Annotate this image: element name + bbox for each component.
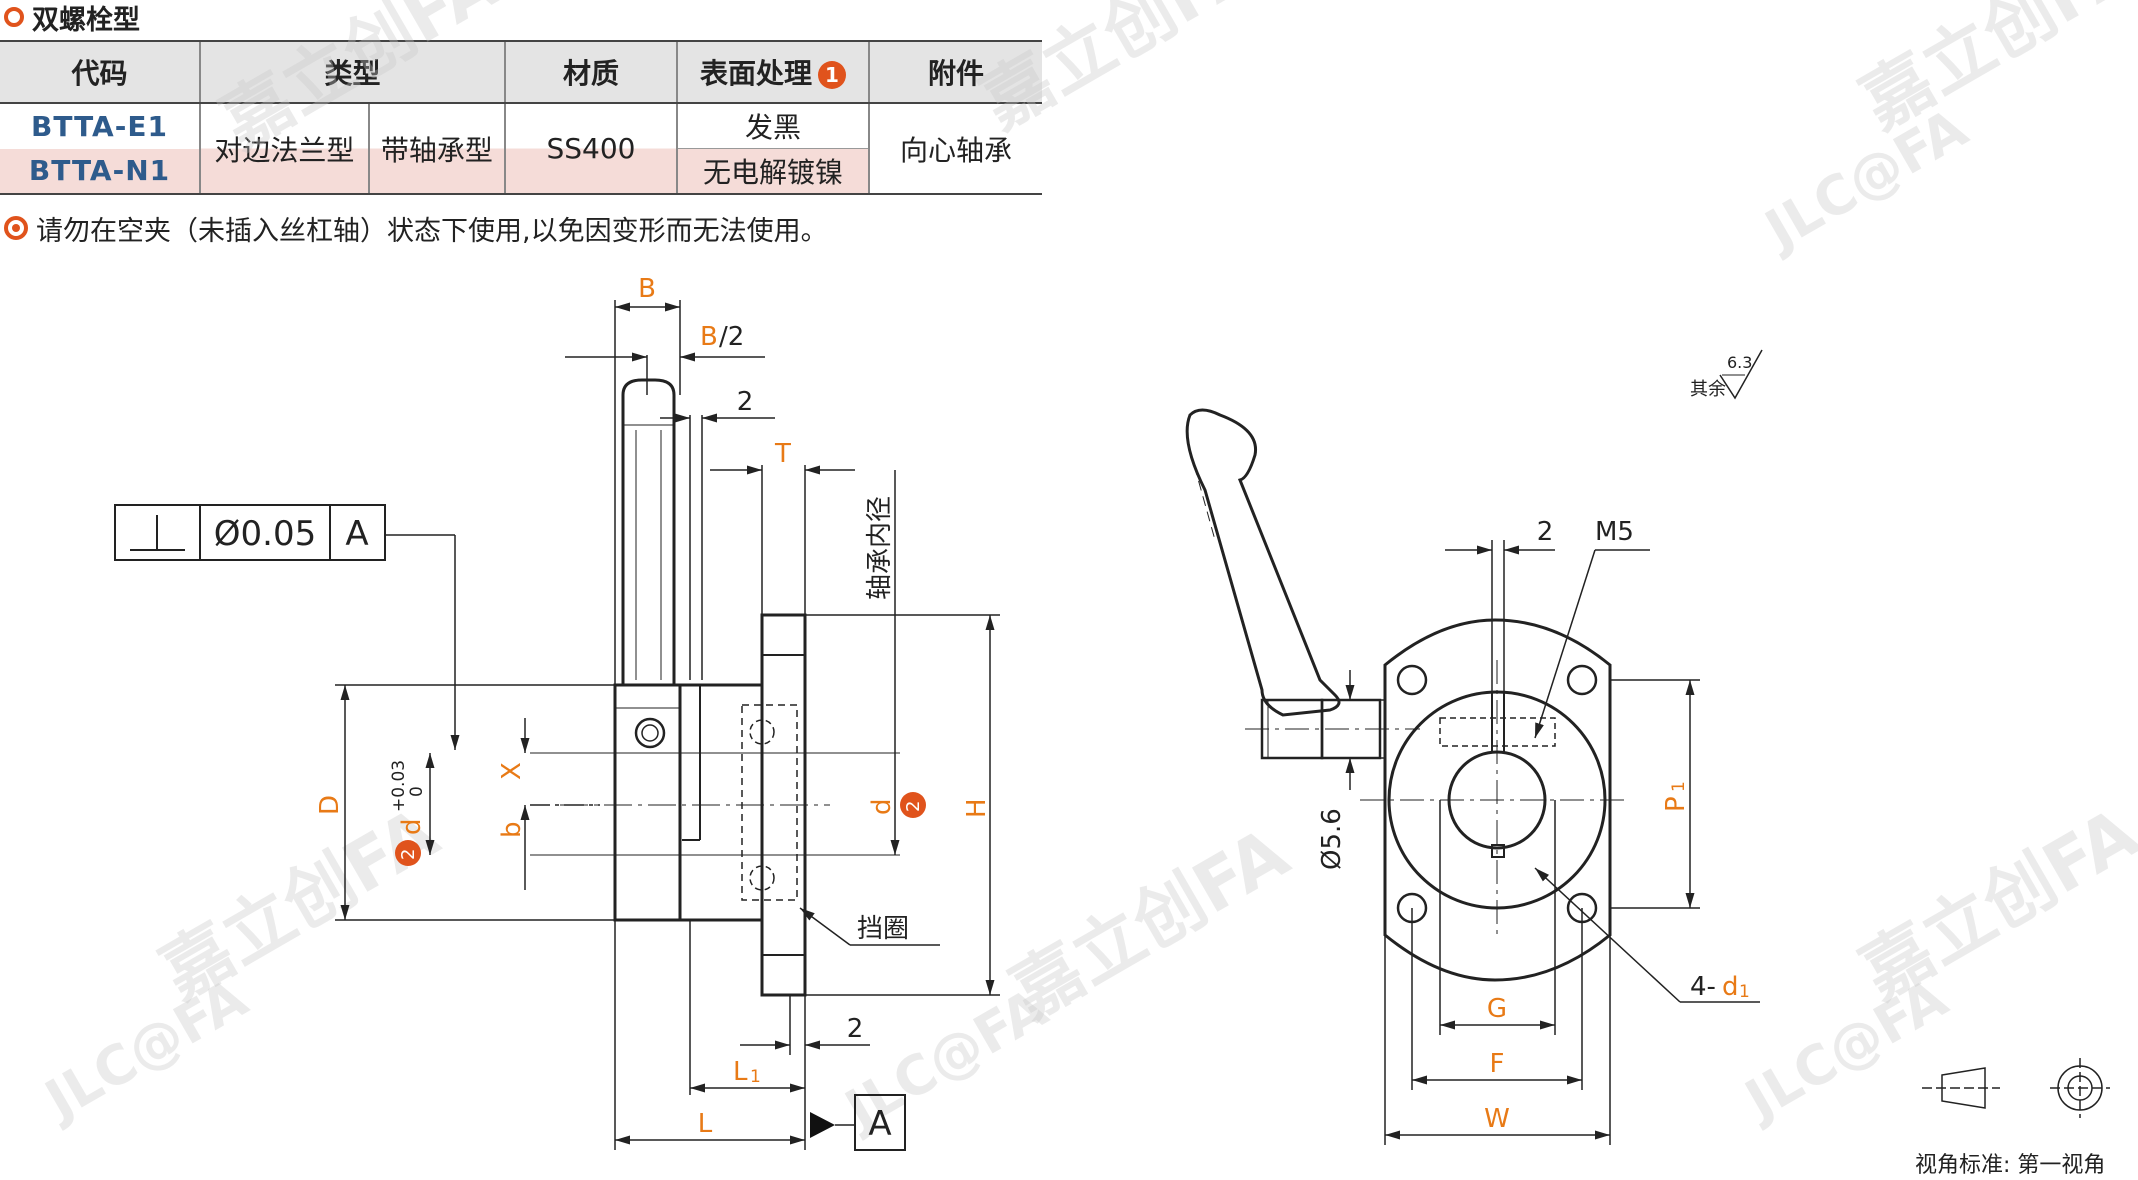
roughness-label: 其余 xyxy=(1690,379,1726,400)
dim-B2-suffix: /2 xyxy=(719,322,744,352)
type-cell: 带轴承型 xyxy=(367,103,505,195)
note-2-badge xyxy=(395,840,421,866)
dim-T: T xyxy=(774,439,791,469)
dim-G: G xyxy=(1487,994,1507,1024)
dim-holes-prefix: 4- xyxy=(1690,972,1716,1002)
usage-note: 请勿在空夹（未插入丝杠轴）状态下使用,以免因变形而无法使用。 xyxy=(0,210,828,247)
section-title: 双螺栓型 xyxy=(32,4,140,36)
watermark-brand: 嘉立创FA xyxy=(208,0,512,165)
dim-P1-sub: 1 xyxy=(1669,781,1689,792)
code-cell: BTTA-E1 xyxy=(31,109,168,143)
dim-phi56: Ø5.6 xyxy=(1317,808,1347,870)
projection-label: 视角标准: 第一视角 xyxy=(1915,1153,2105,1178)
roughness-value: 6.3 xyxy=(1727,353,1752,372)
section-header: 双螺栓型 xyxy=(0,0,140,36)
tolerance-value: Ø0.05 xyxy=(214,514,316,554)
dim-2: 2 xyxy=(1537,517,1554,547)
watermark-brand: 嘉立创FA xyxy=(1848,0,2138,145)
dim-B: B xyxy=(638,274,656,304)
dim-M5: M5 xyxy=(1595,517,1634,547)
dim-2-bottom: 2 xyxy=(847,1014,864,1044)
dim-d-upper-tol: +0.03 xyxy=(389,760,409,812)
watermark-logo: JLC@FA xyxy=(1752,96,1978,263)
note-2-number: 2 xyxy=(398,849,419,860)
watermark-logo: JLC@FA xyxy=(832,976,1058,1143)
watermark-logo: JLC@FA xyxy=(32,966,258,1133)
type-cell: 对边法兰型 xyxy=(199,103,369,195)
dim-P1: P xyxy=(1661,796,1691,812)
dim-B2: B xyxy=(700,322,718,352)
table-row: BTTA-N1 无电解镀镍 xyxy=(0,148,1042,195)
dim-X: X xyxy=(497,762,527,780)
dim-F: F xyxy=(1490,1049,1505,1079)
watermark-logo: JLC@FA xyxy=(1732,966,1958,1133)
watermark-brand: 嘉立创FA xyxy=(998,812,1302,1035)
retaining-ring-label: 挡圈 xyxy=(857,914,909,944)
circle-bullet-icon xyxy=(4,7,24,27)
dim-L1-sub: 1 xyxy=(750,1067,761,1087)
projection-symbol-icon xyxy=(1922,1058,2110,1118)
watermark-brand: 嘉立创FA xyxy=(968,0,1272,145)
dim-b: b xyxy=(497,821,527,838)
dim-L: L xyxy=(698,1109,713,1139)
dim-H: H xyxy=(962,798,992,818)
note-2-number: 2 xyxy=(903,801,924,812)
note-2-badge xyxy=(900,792,926,818)
dim-2-top: 2 xyxy=(737,387,754,417)
surface-cell: 无电解镀镍 xyxy=(676,148,869,195)
dim-bearing-id: 轴承内径 xyxy=(865,496,895,600)
dim-W: W xyxy=(1484,1104,1510,1134)
dim-D: D xyxy=(315,795,345,815)
usage-note-text: 请勿在空夹（未插入丝杠轴）状态下使用,以免因变形而无法使用。 xyxy=(36,215,828,247)
datum-a: A xyxy=(810,1094,906,1151)
table-row: BTTA-E1 对边法兰型 带轴承型 SS400 发黑 向心轴承 xyxy=(0,103,1042,195)
right-dimension-labels: 其余 6.3 2 M5 Ø5.6 P 1 G F W 4- d 1 xyxy=(1317,353,1752,1134)
watermark: 嘉立创FA 嘉立创FA 嘉立创FA 嘉立创FA 嘉立创FA 嘉立创FA JLC@… xyxy=(32,0,2138,1143)
material-cell: SS400 xyxy=(504,103,677,195)
left-dimension-labels: B B /2 2 T 轴承内径 D 2 d +0.03 0 X b d 2 H … xyxy=(315,274,992,1139)
watermark-brand: 嘉立创FA xyxy=(1848,792,2138,1015)
note-bullet-icon xyxy=(4,216,28,240)
dim-d-lower-tol: 0 xyxy=(407,786,427,797)
tolerance-frame: Ø0.05 A xyxy=(114,504,386,561)
right-dimensions xyxy=(1340,349,1763,1145)
col-type: 类型 xyxy=(199,40,505,104)
col-code: 代码 xyxy=(0,40,200,104)
dim-holes-sub: 1 xyxy=(1739,982,1750,1002)
tolerance-datum: A xyxy=(345,514,368,554)
dim-L1: L xyxy=(733,1057,748,1087)
right-view xyxy=(1185,408,1630,982)
col-accessory: 附件 xyxy=(868,40,1042,104)
surface-cell: 发黑 xyxy=(676,103,869,149)
dim-d: d xyxy=(397,818,427,835)
datum-a-label: A xyxy=(868,1104,891,1144)
note-number-badge: 1 xyxy=(818,61,846,89)
col-material: 材质 xyxy=(504,40,677,104)
dim-d-right: d xyxy=(867,798,897,815)
left-dimensions xyxy=(335,300,1000,1150)
left-view xyxy=(530,378,900,997)
code-cell: BTTA-N1 xyxy=(0,148,200,195)
col-surface-label: 表面处理 xyxy=(699,57,812,90)
dim-holes-d: d xyxy=(1722,972,1739,1002)
accessory-cell: 向心轴承 xyxy=(868,103,1042,195)
